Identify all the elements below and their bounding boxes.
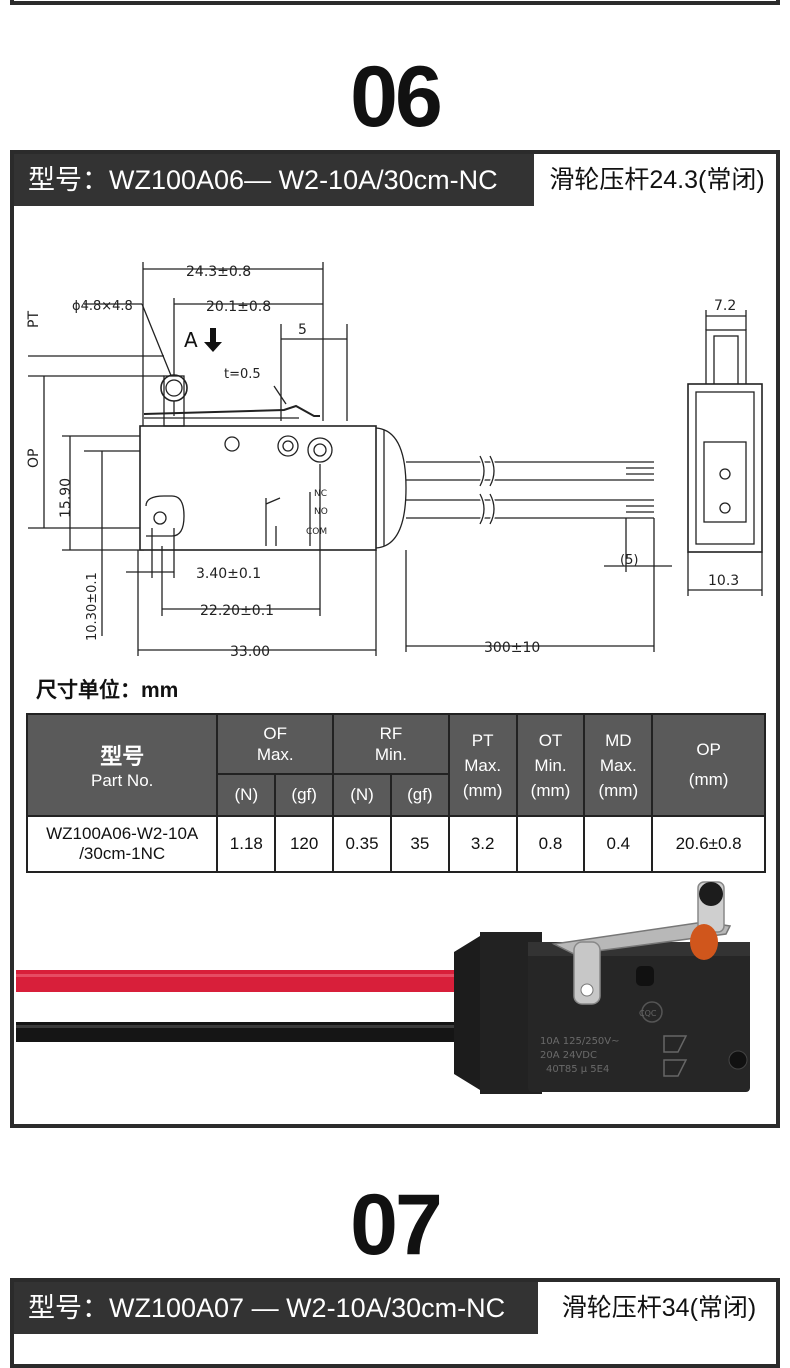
of-header: OF Max.	[216, 713, 335, 775]
rating-line2: 20A 24VDC	[540, 1050, 597, 1061]
part-no-header: 型号 Part No.	[25, 713, 219, 817]
rf-header: RF Min.	[332, 713, 450, 775]
orange-spring	[690, 924, 718, 960]
op-cell: 20.6±0.8	[651, 815, 766, 873]
product-section-07: 型号：WZ100A07 — W2-10A/30cm-NC 滑轮压杆34(常闭)	[10, 1278, 780, 1368]
of-sub-label: Max.	[256, 745, 294, 764]
ot-unit-label: (mm)	[530, 780, 571, 800]
md-sub-label: Max.	[599, 755, 637, 775]
op-label: OP	[26, 449, 42, 468]
lever-pivot-label: 20.1±0.8	[206, 299, 271, 315]
wire-length-label: 300±10	[484, 640, 540, 656]
part-no-en: Part No.	[91, 771, 154, 790]
of-gf-unit: (gf)	[274, 773, 335, 817]
part-no-cell: WZ100A06-W2-10A /30cm-1NC	[25, 815, 219, 873]
ot-header-label: OT	[538, 730, 563, 750]
op-header: OP (mm)	[651, 713, 766, 817]
actuator-tag-next: 滑轮压杆34(常闭)	[542, 1288, 776, 1328]
pt-header: PT Max. (mm)	[447, 713, 518, 817]
lever-length-label: 24.3±0.8	[186, 264, 251, 280]
rf-n-unit: (N)	[332, 773, 392, 817]
model-title: 型号：WZ100A06— W2-10A/30cm-NC	[14, 154, 534, 206]
part-no-line1: WZ100A06-W2-10A	[46, 824, 199, 843]
of-n-cell: 1.18	[216, 815, 277, 873]
pt-unit-label: (mm)	[462, 780, 503, 800]
body-width-label: 10.3	[708, 573, 739, 589]
part-no-line2: /30cm-1NC	[79, 844, 166, 863]
roller-dim-label: ϕ4.8×4.8	[72, 299, 133, 314]
previous-section-border	[10, 0, 780, 5]
section-number: 06	[350, 49, 443, 145]
tip-offset-label: 5	[298, 322, 307, 338]
of-n-unit: (N)	[216, 773, 277, 817]
rating-line1: 10A 125/250V~	[540, 1036, 620, 1047]
md-cell: 0.4	[583, 815, 654, 873]
product-section-06: 型号：WZ100A06— W2-10A/30cm-NC 滑轮压杆24.3(常闭)…	[10, 150, 780, 1128]
hole-offset-label: 3.40±0.1	[196, 566, 261, 582]
of-gf-cell: 120	[274, 815, 335, 873]
part-no-cn: 型号	[100, 744, 145, 769]
thickness-label: t=0.5	[224, 367, 261, 382]
unit-label: 尺寸单位：mm	[36, 679, 179, 702]
press-direction-icon	[204, 328, 222, 352]
md-unit-label: (mm)	[598, 780, 639, 800]
cqc-mark: CQC	[639, 1009, 657, 1018]
body-length-label: 33.00	[230, 644, 270, 660]
rf-gf-cell: 35	[389, 815, 450, 873]
red-wire	[16, 970, 456, 992]
hole-spacing-label: 22.20±0.1	[200, 603, 274, 619]
md-header: MD Max. (mm)	[583, 713, 654, 817]
spec-table: 型号 Part No. OF Max. RF Min. PT Max. (mm)…	[25, 713, 766, 873]
md-header-label: MD	[605, 730, 632, 750]
rf-label: RF	[379, 724, 403, 743]
actuator-tag: 滑轮压杆24.3(常闭)	[538, 160, 776, 200]
table-row: WZ100A06-W2-10A /30cm-1NC 1.18 120 0.35 …	[25, 815, 766, 873]
pt-cell: 3.2	[447, 815, 518, 873]
op-header-label: OP	[696, 740, 721, 759]
ot-cell: 0.8	[515, 815, 586, 873]
ot-sub-label: Min.	[534, 755, 567, 775]
roller	[699, 882, 723, 906]
terminal-com-label: COM	[306, 527, 327, 537]
pt-header-label: PT	[471, 730, 494, 750]
ot-header: OT Min. (mm)	[515, 713, 586, 817]
model-title-next: 型号：WZ100A07 — W2-10A/30cm-NC	[14, 1282, 538, 1334]
terminal-no-label: NO	[314, 507, 328, 517]
rf-gf-unit: (gf)	[389, 773, 450, 817]
pt-sub-label: Max.	[464, 755, 502, 775]
height-dim-label: 15.90	[58, 478, 74, 518]
of-label: OF	[263, 724, 288, 743]
section-number-next: 07	[350, 1177, 443, 1273]
dimension-drawing: ϕ4.8×4.8 PT OP 15.90 10.30±0.1 t=0.5 A	[26, 262, 763, 660]
product-photo: CQC 10A 125/250V~ 20A 24VDC 40T85 μ 5E4	[16, 881, 750, 1094]
rf-sub-label: Min.	[374, 745, 407, 764]
roller-width-label: 7.2	[714, 298, 736, 314]
op-unit-label: (mm)	[688, 770, 729, 789]
strip-length-label: (5)	[620, 553, 638, 568]
rating-line3: 40T85 μ 5E4	[546, 1064, 609, 1075]
direction-a-label: A	[184, 328, 198, 352]
pt-label: PT	[26, 311, 42, 328]
rf-n-cell: 0.35	[332, 815, 392, 873]
mount-height-label: 10.30±0.1	[85, 572, 100, 641]
